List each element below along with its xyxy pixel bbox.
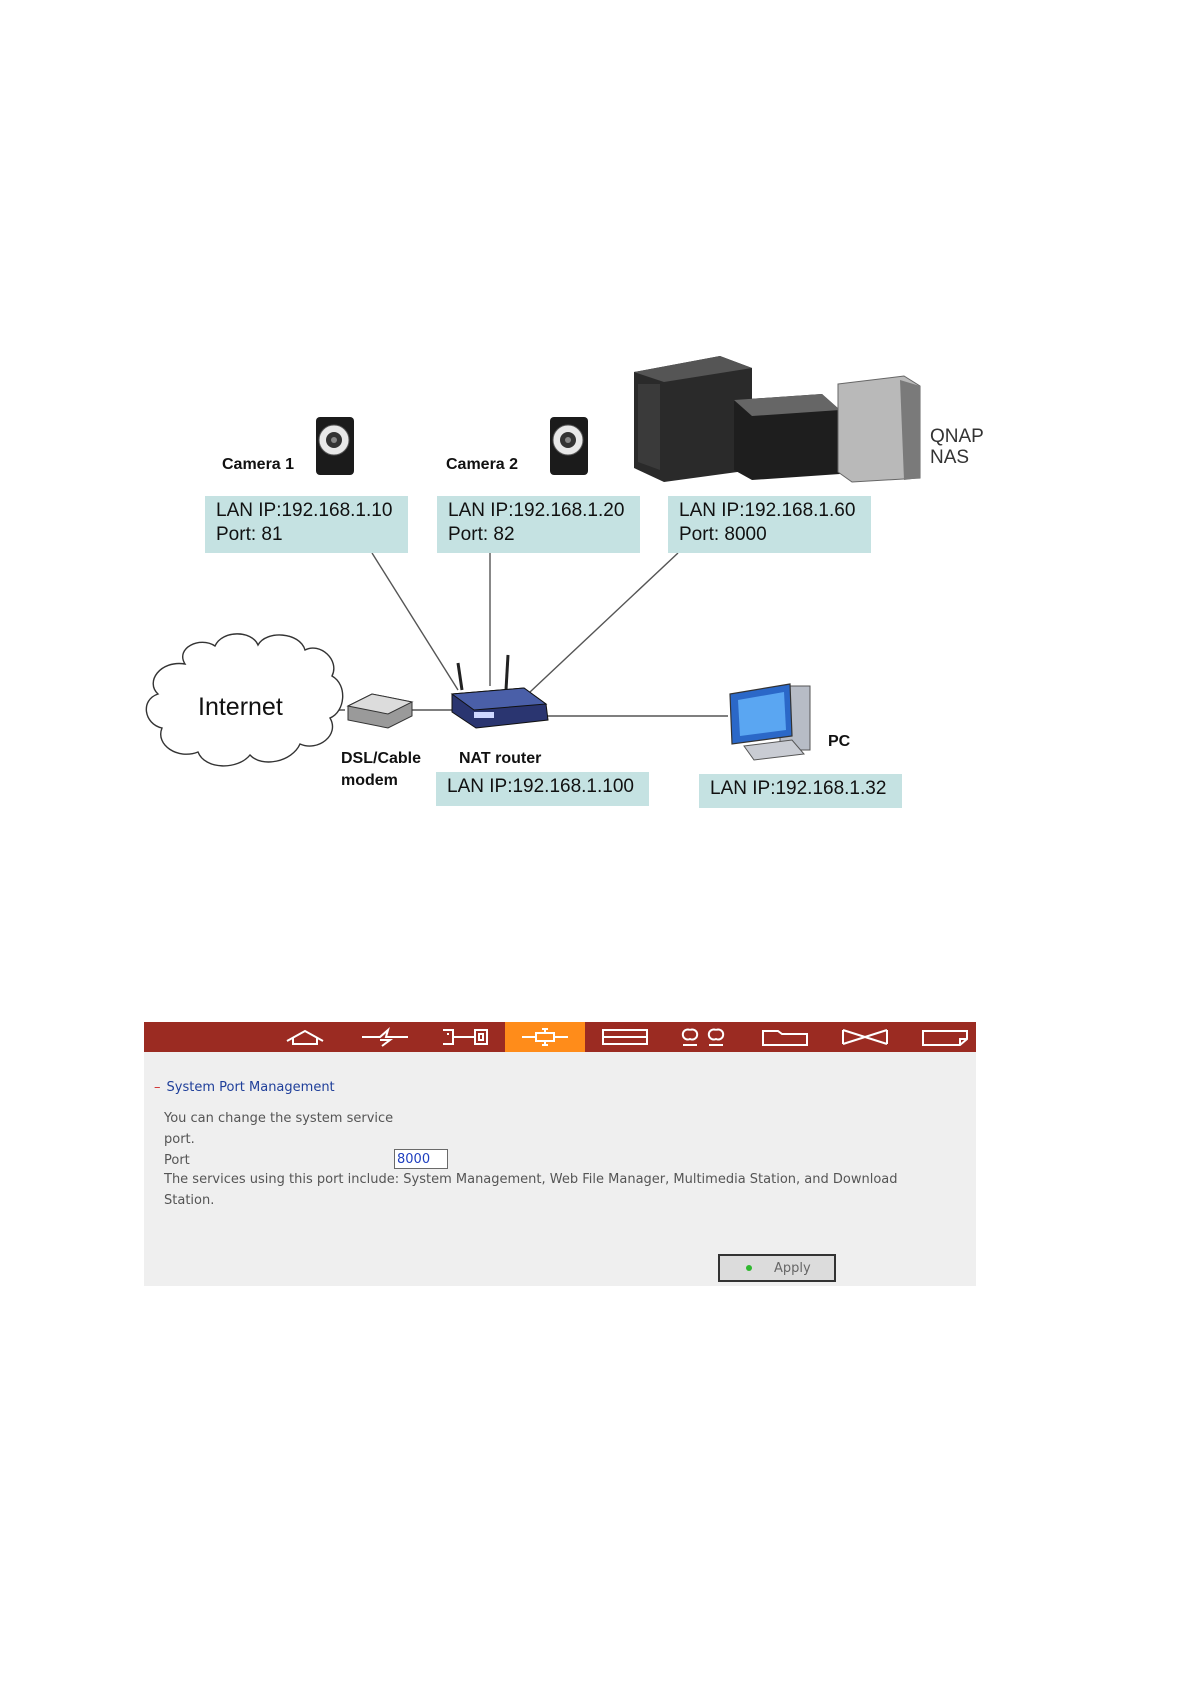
router-ip: LAN IP:192.168.1.100 xyxy=(447,776,634,797)
camera2-icon xyxy=(550,417,588,475)
internet-cloud-icon xyxy=(145,633,344,767)
camera1-icon xyxy=(316,417,354,475)
pc-ip-box: LAN IP:192.168.1.32 xyxy=(699,774,902,808)
camera2-ip-box: LAN IP:192.168.1.20 Port: 82 xyxy=(437,496,640,553)
diagram-drawing xyxy=(145,356,921,767)
connection-lines xyxy=(318,552,728,717)
camera2-port: Port: 82 xyxy=(448,524,515,545)
services-icon[interactable] xyxy=(825,1022,905,1052)
intro-text: You can change the system service port. xyxy=(164,1111,394,1147)
qnap-nas-icon xyxy=(634,356,921,483)
nas-ip-box: LAN IP:192.168.1.60 Port: 8000 xyxy=(668,496,871,553)
home-icon[interactable] xyxy=(265,1022,345,1052)
pc-ip: LAN IP:192.168.1.32 xyxy=(710,778,887,799)
camera1-ip-box: LAN IP:192.168.1.10 Port: 81 xyxy=(205,496,408,553)
admin-panel: –System Port Management You can change t… xyxy=(144,1022,976,1286)
router-ip-box: LAN IP:192.168.1.100 xyxy=(436,772,649,806)
nas-ip: LAN IP:192.168.1.60 xyxy=(679,500,856,521)
line-nas-router xyxy=(529,552,679,693)
dsl-modem-icon xyxy=(346,693,414,729)
camera1-label: Camera 1 xyxy=(222,456,295,473)
system-tools-icon[interactable] xyxy=(505,1022,585,1052)
nas-port: Port: 8000 xyxy=(679,524,767,545)
nat-router-icon xyxy=(450,654,549,729)
status-icon[interactable] xyxy=(905,1022,985,1052)
line-camera1-router xyxy=(371,552,459,691)
nas-label: QNAP NAS xyxy=(930,426,984,468)
camera2-label: Camera 2 xyxy=(446,456,519,473)
apply-status-dot-icon xyxy=(746,1265,752,1271)
main-toolbar xyxy=(144,1022,976,1052)
folder-icon[interactable] xyxy=(745,1022,825,1052)
camera2-ip: LAN IP:192.168.1.20 xyxy=(448,500,625,521)
modem-label: DSL/Cable modem xyxy=(341,750,422,789)
internet-label: Internet xyxy=(198,693,283,721)
section-title-system-port-management[interactable]: –System Port Management xyxy=(154,1080,335,1095)
device-icon[interactable] xyxy=(425,1022,505,1052)
pc-icon xyxy=(729,683,811,761)
collapse-dash-icon[interactable]: – xyxy=(154,1080,161,1095)
router-label: NAT router xyxy=(459,750,542,767)
users-icon[interactable] xyxy=(665,1022,745,1052)
services-note: The services using this port include: Sy… xyxy=(164,1172,898,1208)
network-icon[interactable] xyxy=(345,1022,425,1052)
camera1-ip: LAN IP:192.168.1.10 xyxy=(216,500,393,521)
pc-label: PC xyxy=(828,733,851,750)
disk-icon[interactable] xyxy=(585,1022,665,1052)
camera1-port: Port: 81 xyxy=(216,524,283,545)
port-label: Port xyxy=(164,1153,190,1168)
apply-button[interactable]: Apply xyxy=(718,1254,836,1282)
port-input[interactable] xyxy=(394,1149,448,1169)
